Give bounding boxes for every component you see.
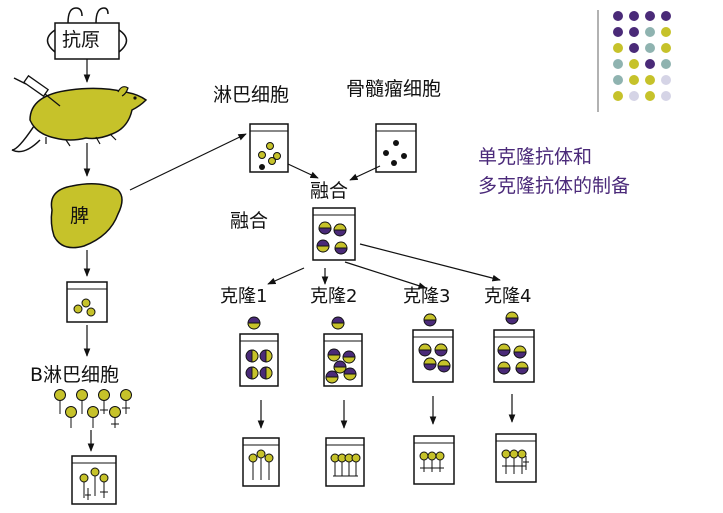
myeloma-label: 骨髓瘤细胞 — [346, 78, 442, 100]
title-line-1: 单克隆抗体和 — [478, 146, 593, 168]
antigen-box — [46, 7, 128, 60]
b-cell-label: B淋巴细胞 — [30, 364, 120, 386]
test-tube-icon — [66, 281, 108, 323]
decorative-dot-grid — [597, 10, 671, 112]
clone-label-4: 克隆4 — [484, 286, 532, 307]
spleen-icon — [50, 183, 123, 249]
clone-label-3: 克隆3 — [403, 286, 451, 307]
test-tube-icon — [71, 455, 117, 505]
test-tube-icon — [249, 123, 289, 173]
clone-column-3 — [412, 313, 455, 485]
clone-label-2: 克隆2 — [310, 286, 358, 307]
title-line-2: 多克隆抗体的制备 — [478, 175, 631, 197]
arrow-fusion-to-clone1 — [267, 267, 305, 285]
test-tube-icon — [375, 123, 417, 173]
clone-label-1: 克隆1 — [220, 286, 268, 307]
syringe-icon — [13, 74, 61, 107]
clone-column-4 — [493, 311, 537, 483]
arrow-spleen-to-lymphocyte — [129, 133, 247, 191]
arrow-fusion-to-clone3 — [344, 261, 427, 289]
arrow-fusion-to-clone4 — [359, 243, 501, 282]
arrow-lymph-to-fusion — [287, 163, 319, 179]
fusion-label-top: 融合 — [310, 180, 349, 202]
hybridoma-icon — [312, 207, 356, 261]
b-cell-row — [54, 389, 132, 428]
arrow-myeloma-to-fusion — [349, 165, 381, 181]
spleen-label: 脾 — [70, 205, 90, 227]
clone-column-1 — [239, 316, 280, 487]
mouse-icon — [11, 86, 148, 153]
antigen-label: 抗原 — [62, 29, 101, 51]
lymphocyte-label: 淋巴细胞 — [213, 84, 290, 106]
fusion-label-left: 融合 — [230, 210, 269, 232]
clone-column-2 — [323, 316, 365, 487]
